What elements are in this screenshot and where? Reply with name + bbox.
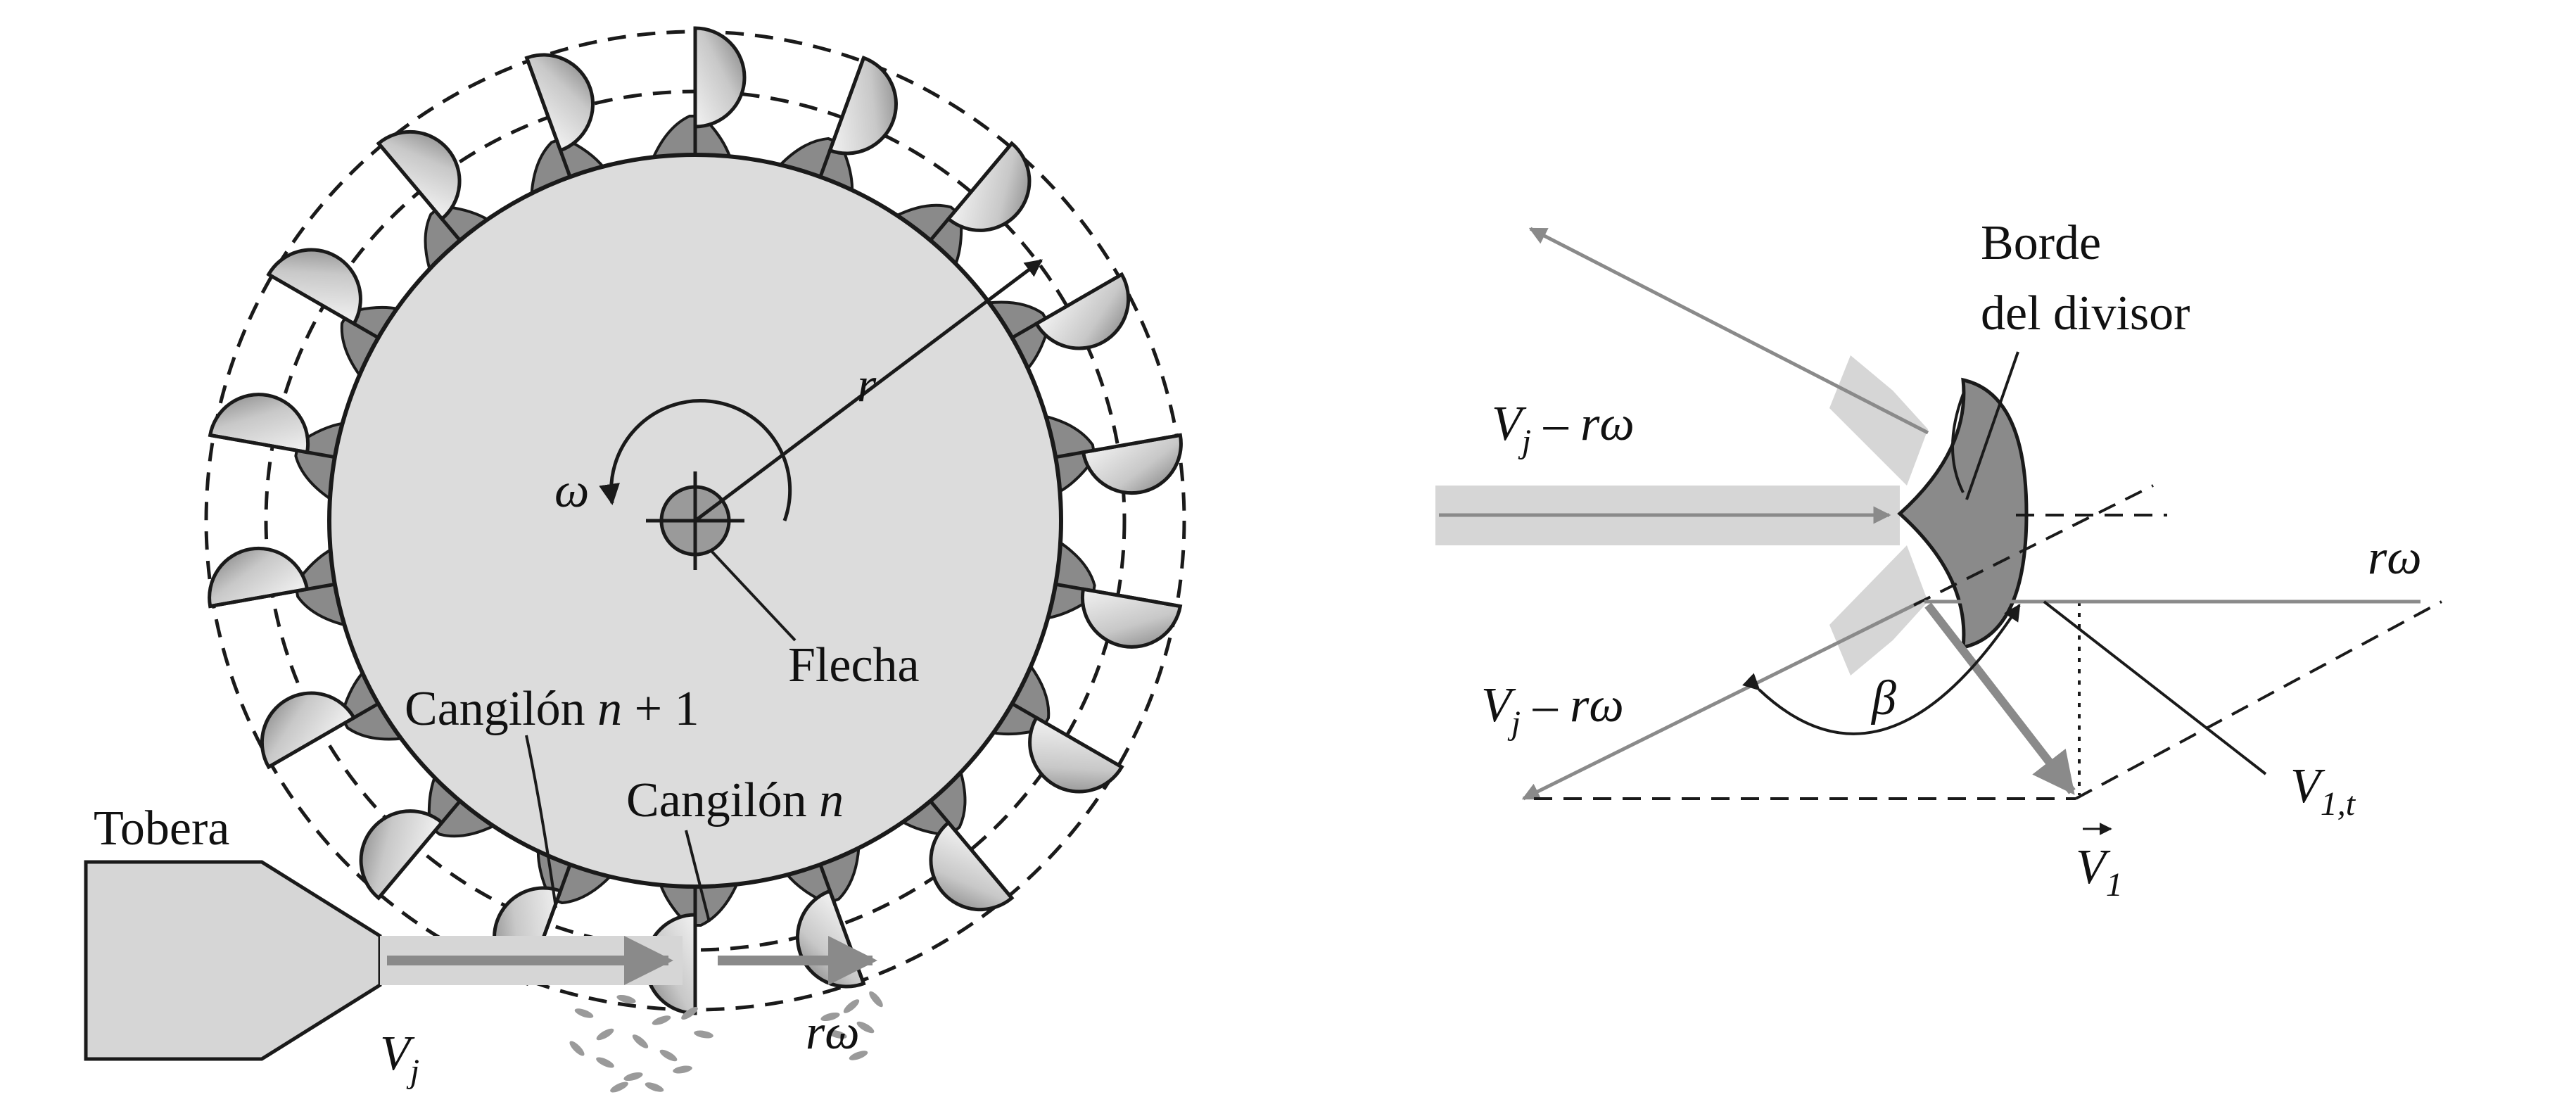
spray-droplet [596, 1028, 614, 1041]
dashed-blade-line [1913, 484, 2154, 607]
bucket-n-leader [685, 830, 711, 922]
spray-droplet [827, 1029, 847, 1039]
radius-arrow [694, 259, 1043, 522]
outer-dashed-circle [204, 30, 1186, 1012]
spray-droplet [843, 999, 860, 1013]
rel-velocity-out-label: Vj – rω [1481, 678, 1624, 742]
bucket-n1-label: Cangilón n + 1 [405, 682, 699, 736]
v1t-leader [2043, 600, 2267, 775]
bucket [260, 668, 405, 770]
spray-droplet [673, 1065, 692, 1074]
divider-edge-label-line2: del divisor [1981, 286, 2190, 341]
bucket [208, 546, 348, 628]
beta-arc [1742, 603, 2021, 735]
bucket-n-label: Cangilón n [626, 773, 844, 827]
bucket [899, 768, 1015, 912]
splitter-edge [1951, 393, 1965, 493]
bucket [1044, 539, 1183, 649]
spray-droplet [820, 1012, 840, 1022]
deflected-jet-lower [1829, 545, 1928, 676]
bucket [524, 53, 607, 197]
v1t-label: V1,t [2290, 759, 2356, 823]
beta-label: β [1870, 671, 1896, 725]
spray-droplet [596, 1057, 614, 1068]
bucket [493, 847, 614, 986]
radius-label: r [857, 358, 877, 412]
bucket [985, 272, 1131, 373]
divider-edge-leader [1965, 351, 2019, 500]
spray-droplet [659, 1049, 678, 1062]
spray-droplet [623, 1072, 643, 1082]
spray-droplet [856, 1021, 875, 1034]
flecha-leader [709, 549, 797, 642]
rel-velocity-in-label: Vj – rω [1492, 397, 1635, 460]
flecha-label: Flecha [788, 638, 920, 692]
bucket [208, 393, 346, 502]
bucket [777, 56, 898, 194]
pelton-wheel: r ω Flecha Tobera Vj rω Cangilón n + 1 C… [84, 26, 1186, 1093]
bucket-n1-leader [525, 735, 557, 908]
spray-droplet [616, 994, 636, 1004]
spray-droplet [632, 1034, 649, 1048]
detail-r-omega-label: rω [2368, 531, 2422, 585]
bucket-detail: rω β Borde del divisor Vj – rω Vj – rω V… [1435, 216, 2442, 903]
spray-droplet [652, 1015, 671, 1025]
spray-droplet [681, 1006, 698, 1020]
outgoing-upper-arrow [1528, 227, 1929, 435]
bucket [650, 26, 747, 160]
spray-droplet [610, 1082, 628, 1093]
divider-edge-label-line1: Borde [1981, 216, 2101, 270]
spray-droplet [694, 1030, 713, 1039]
vj-label: Vj [380, 1027, 419, 1090]
bucket [1043, 414, 1183, 495]
omega-label: ω [554, 464, 589, 518]
bucket [376, 129, 492, 273]
spray-droplet [574, 1008, 594, 1018]
dashed-diagonal-line [2075, 600, 2442, 800]
spray-droplet [569, 1041, 585, 1056]
water-spray [569, 991, 883, 1093]
spray-droplet [849, 1051, 868, 1060]
deflected-jet-upper [1829, 355, 1928, 486]
spray-droplet [645, 1082, 664, 1092]
r-omega-label: rω [806, 1006, 860, 1060]
nozzle [84, 860, 382, 1061]
tobera-label: Tobera [94, 801, 229, 856]
v1-label: V1 [2076, 840, 2123, 903]
spray-droplet [869, 991, 883, 1008]
omega-arc [599, 399, 792, 521]
